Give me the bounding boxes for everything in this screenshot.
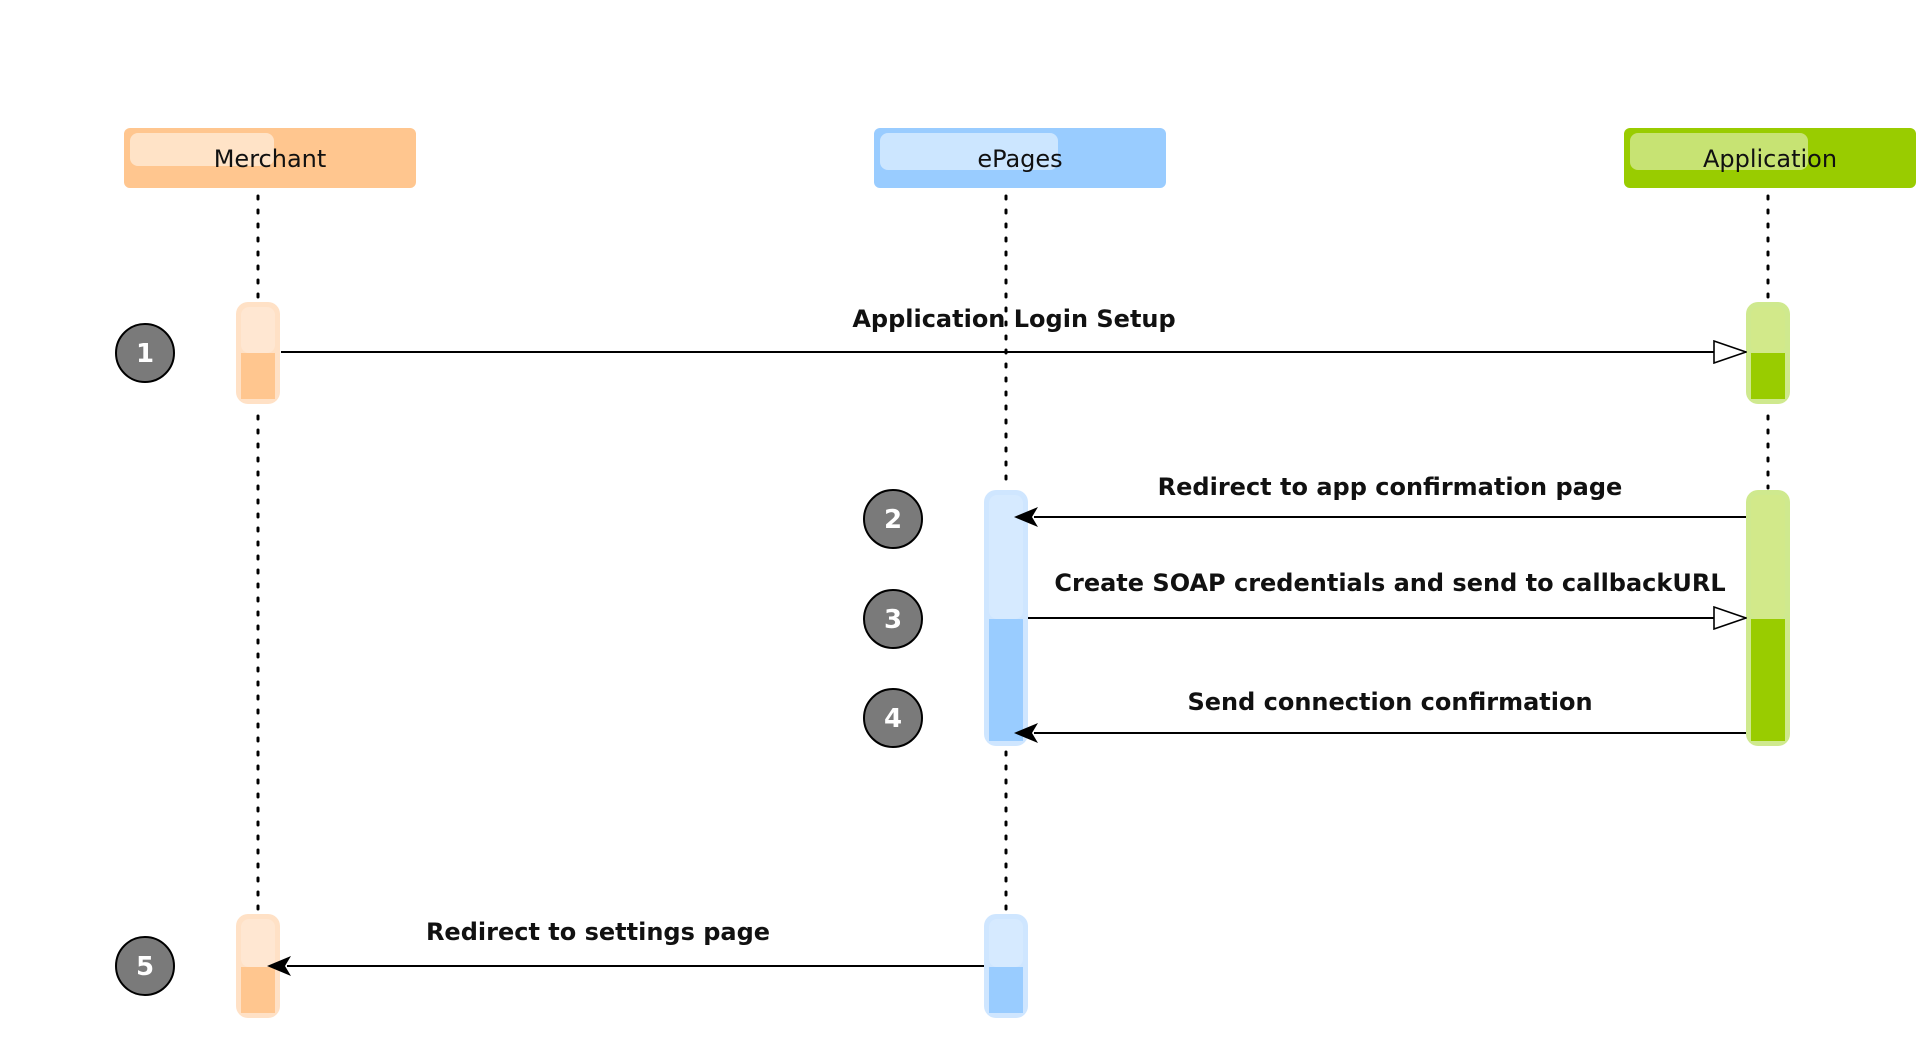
activation-bar-merchant: [236, 302, 280, 404]
message-5: Redirect to settings page: [267, 918, 984, 976]
actor-box-highlight: [880, 133, 1058, 170]
step-markers: 1 2 3 4 5: [115, 323, 923, 996]
actor-label: Application: [1703, 145, 1837, 173]
activations: [236, 302, 1790, 1018]
message-label: Redirect to settings page: [426, 918, 770, 946]
message-4: Send connection confirmation: [1014, 688, 1746, 743]
activation-bar-application: [1746, 302, 1790, 404]
actor-merchant: Merchant: [124, 128, 416, 188]
lifelines: [256, 194, 1770, 914]
activation-bar-epages: [984, 914, 1028, 1018]
step-number: 2: [884, 505, 902, 535]
actor-application: Application: [1624, 128, 1916, 188]
message-3: Create SOAP credentials and send to call…: [1028, 569, 1746, 618]
actor-box: [1624, 128, 1916, 188]
step-number: 4: [884, 704, 902, 734]
actor-label: Merchant: [214, 145, 327, 173]
step-circle: 4: [863, 688, 923, 748]
step-number: 5: [136, 952, 154, 982]
step-circle: 1: [115, 323, 175, 383]
activation-bar-merchant: [236, 914, 280, 1018]
step-number: 1: [136, 339, 154, 369]
message-label: Create SOAP credentials and send to call…: [1054, 569, 1725, 597]
message-label: Send connection confirmation: [1187, 688, 1592, 716]
message-label: Redirect to app confirmation page: [1158, 473, 1623, 501]
message-label: Application Login Setup: [852, 305, 1175, 333]
step-circle: 3: [863, 589, 923, 649]
actor-label: ePages: [977, 145, 1062, 173]
step-number: 3: [884, 605, 902, 635]
actor-box-highlight: [1630, 133, 1808, 170]
activation-bar-application: [1746, 490, 1790, 746]
activation-bar-epages: [984, 490, 1028, 746]
message-1: Application Login Setup: [281, 305, 1746, 352]
step-circle: 5: [115, 936, 175, 996]
message-2: Redirect to app confirmation page: [1014, 473, 1746, 527]
step-circle: 2: [863, 489, 923, 549]
actor-box-highlight: [130, 133, 274, 166]
actor-epages: ePages: [874, 128, 1166, 188]
